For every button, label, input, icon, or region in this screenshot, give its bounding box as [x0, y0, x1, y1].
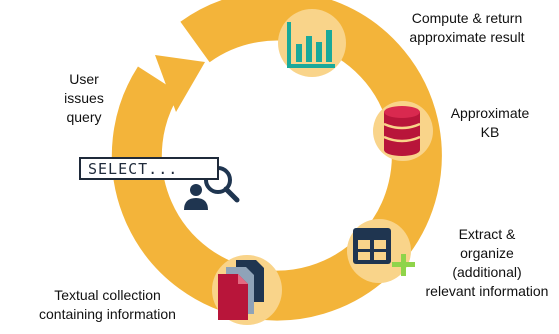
ring-arrowhead: [155, 55, 205, 112]
approximate-kb-label: Approximate KB: [450, 105, 530, 140]
user-query-label: User issues query: [64, 71, 104, 125]
textual-collection-label: Textual collection containing informatio…: [39, 287, 176, 322]
query-text: SELECT...: [88, 160, 179, 178]
extract-label: Extract & organize (additional) relevant…: [425, 226, 549, 299]
bar-chart-icon: [287, 22, 335, 68]
query-box: SELECT...: [79, 157, 219, 180]
compute-label: Compute & return approximate result: [409, 10, 525, 45]
table-plus-icon: [353, 228, 415, 276]
database-icon: [383, 106, 421, 156]
documents-icon: [218, 260, 264, 320]
